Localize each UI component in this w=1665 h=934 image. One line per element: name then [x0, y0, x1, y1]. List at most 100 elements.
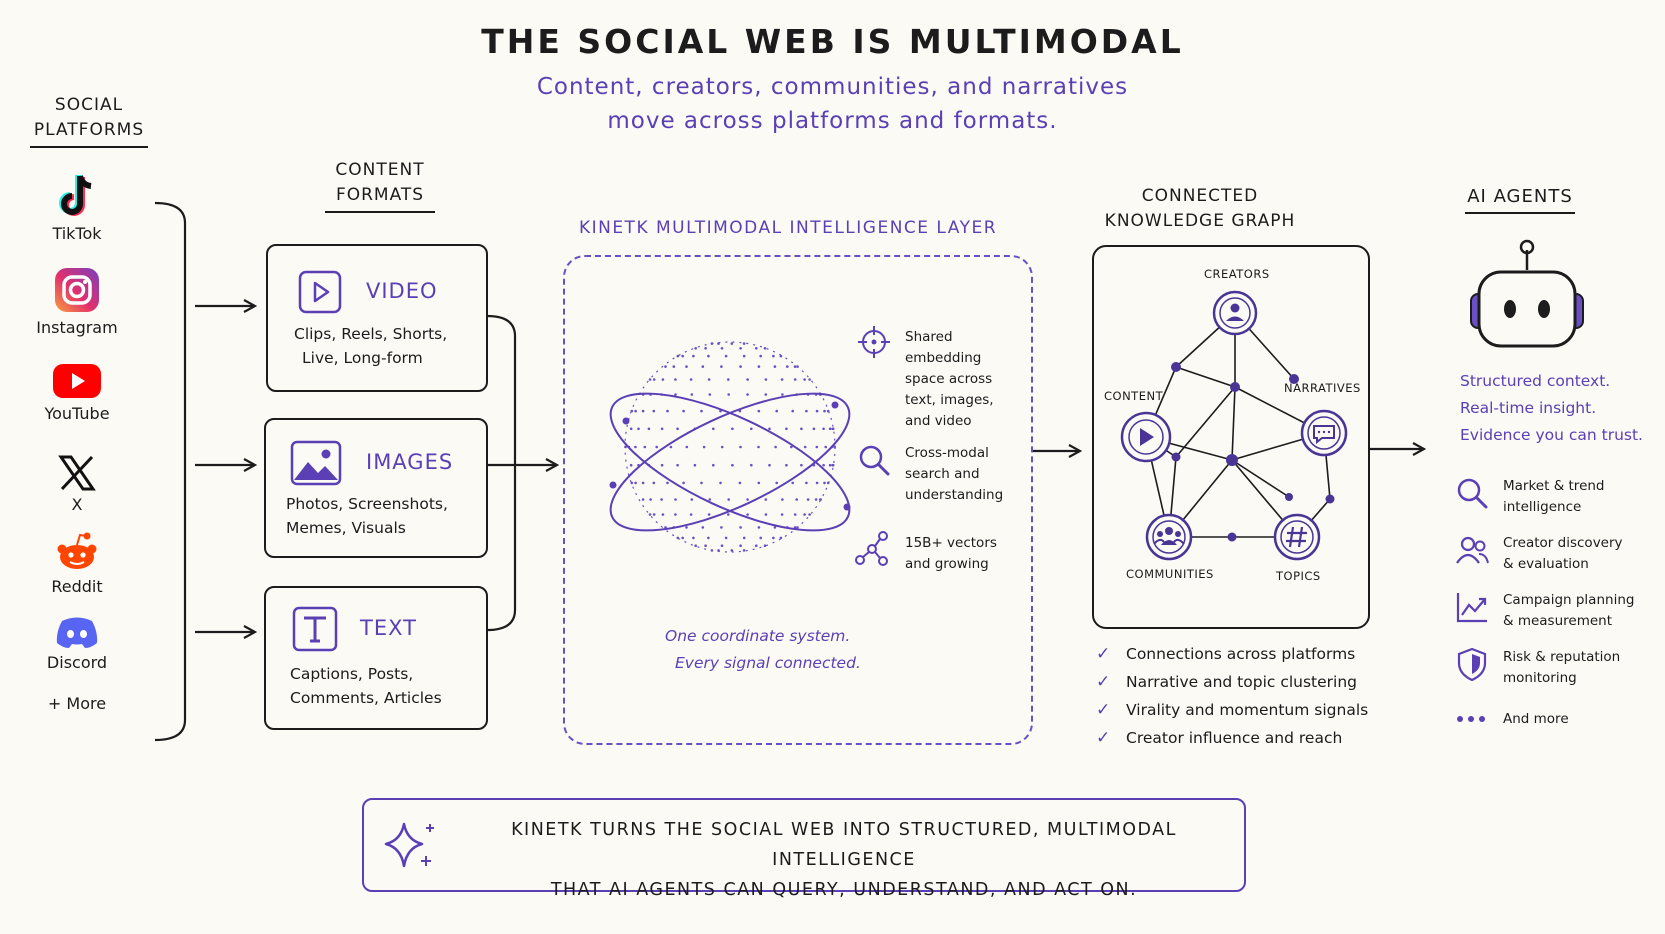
layer-feature-embedding: Shared embedding space across text, imag…	[905, 327, 1031, 432]
globe-dot	[742, 342, 746, 345]
globe-dot	[791, 481, 794, 485]
format-card-images[interactable]: IMAGES Photos, Screenshots, Memes, Visua…	[264, 418, 488, 558]
globe-dot	[634, 409, 637, 413]
globe-dot	[634, 445, 637, 449]
format-card-video[interactable]: VIDEO Clips, Reels, Shorts, Live, Long-f…	[266, 244, 488, 392]
globe-dot	[660, 498, 663, 501]
globe-dot	[720, 445, 724, 449]
globe-dot	[808, 513, 811, 516]
check-item: ✓Narrative and topic clustering	[1096, 668, 1368, 696]
globe-dot	[674, 378, 677, 381]
check-icon: ✓	[1096, 644, 1111, 664]
globe-dot	[666, 481, 669, 485]
globe-dot	[803, 445, 807, 449]
globe-dot	[727, 378, 730, 381]
instagram-icon	[55, 268, 99, 312]
formats-heading: CONTENT FORMATS	[325, 158, 435, 213]
platform-tiktok[interactable]: TikTok	[17, 172, 137, 243]
use-case-line: Campaign planning	[1503, 592, 1635, 608]
globe-dot	[643, 445, 647, 449]
globe-dot	[742, 536, 746, 540]
platform-label: Reddit	[51, 577, 103, 596]
globe-dot	[681, 536, 684, 540]
search-icon	[1457, 478, 1488, 509]
platform-youtube[interactable]: YouTube	[17, 362, 137, 423]
graph-label-content: CONTENT	[1104, 389, 1164, 403]
globe-dot	[795, 498, 798, 501]
image-icon	[290, 440, 342, 486]
subtitle-line-1: Content, creators, communities, and narr…	[536, 74, 1129, 100]
globe-dot	[790, 445, 793, 449]
globe-dot	[694, 347, 697, 350]
globe-dot	[774, 445, 777, 449]
format-desc-line: Clips, Reels, Shorts,	[294, 325, 448, 343]
globe-dot	[739, 445, 742, 449]
globe-dot	[655, 445, 658, 449]
globe-dot	[780, 378, 784, 381]
globe-dot	[815, 481, 819, 485]
feature-line: 15B+ vectors	[905, 535, 997, 551]
feature-line: understanding	[905, 487, 1004, 503]
check-label: Connections across platforms	[1126, 645, 1356, 663]
format-desc-line: Comments, Articles	[290, 689, 442, 707]
globe-dot	[739, 526, 742, 529]
globe-dot	[742, 549, 746, 552]
graph-label-topics: TOPICS	[1276, 569, 1321, 583]
format-card-text[interactable]: TEXT Captions, Posts, Comments, Articles	[264, 586, 488, 730]
use-case-item: And more	[1455, 704, 1660, 734]
globe-dot	[652, 481, 656, 485]
globe-dot	[764, 393, 768, 396]
check-item: ✓Virality and momentum signals	[1096, 696, 1368, 724]
bottom-banner-text: KINETK TURNS THE SOCIAL WEB INTO STRUCTU…	[459, 815, 1229, 905]
globe-dot	[666, 409, 669, 413]
reddit-icon	[57, 532, 97, 569]
globe-dot	[731, 463, 734, 467]
globe-dot	[694, 544, 697, 547]
feature-line: Cross-modal	[905, 445, 989, 461]
globe-dot	[793, 513, 797, 516]
check-icon: ✓	[1096, 728, 1111, 748]
platform-x[interactable]: X	[17, 455, 137, 514]
globe-dot	[660, 463, 664, 467]
platform-discord[interactable]: Discord	[17, 615, 137, 672]
globe-dot	[805, 481, 808, 485]
globe-dot	[682, 481, 685, 485]
globe-dot	[707, 354, 710, 358]
globe-dot	[707, 536, 710, 540]
platforms-heading-line2: PLATFORMS	[30, 118, 148, 148]
globe-dot	[828, 427, 832, 431]
tagline: Structured context.	[1460, 372, 1611, 390]
globe-dot	[772, 536, 775, 540]
globe-dot	[812, 427, 816, 431]
globe-dot	[750, 463, 753, 467]
globe-dot	[772, 354, 775, 358]
globe-dot	[731, 427, 734, 431]
globe-dot	[764, 498, 768, 501]
nodes-icon	[855, 531, 888, 566]
globe-dot	[720, 526, 723, 529]
globe-dot	[629, 463, 633, 467]
globe-dot	[712, 427, 715, 431]
globe-dot	[720, 365, 723, 368]
use-case-item: Campaign planning & measurement	[1455, 590, 1660, 647]
chart-icon	[1456, 593, 1487, 623]
globe-dot	[641, 498, 645, 501]
globe-dot	[757, 526, 761, 529]
graph-label-creators: CREATORS	[1204, 267, 1270, 281]
platforms-heading: SOCIAL PLATFORMS	[30, 93, 148, 148]
use-case-item: Market & trend intelligence	[1455, 476, 1660, 533]
globe-dot	[819, 498, 822, 501]
globe-dot	[746, 378, 749, 381]
platform-reddit[interactable]: Reddit	[17, 531, 137, 596]
globe-outline	[624, 341, 836, 553]
platform-more[interactable]: + More	[17, 694, 137, 713]
use-case-line: intelligence	[1503, 499, 1582, 515]
platform-instagram[interactable]: Instagram	[17, 266, 137, 337]
globe-dots	[624, 341, 836, 553]
layer-caption: One coordinate system. Every signal conn…	[665, 623, 925, 677]
globe-dot	[768, 463, 771, 467]
tagline: Evidence you can trust.	[1460, 426, 1643, 444]
formats-heading-line1: CONTENT	[335, 160, 425, 180]
globe-dot	[814, 498, 818, 501]
